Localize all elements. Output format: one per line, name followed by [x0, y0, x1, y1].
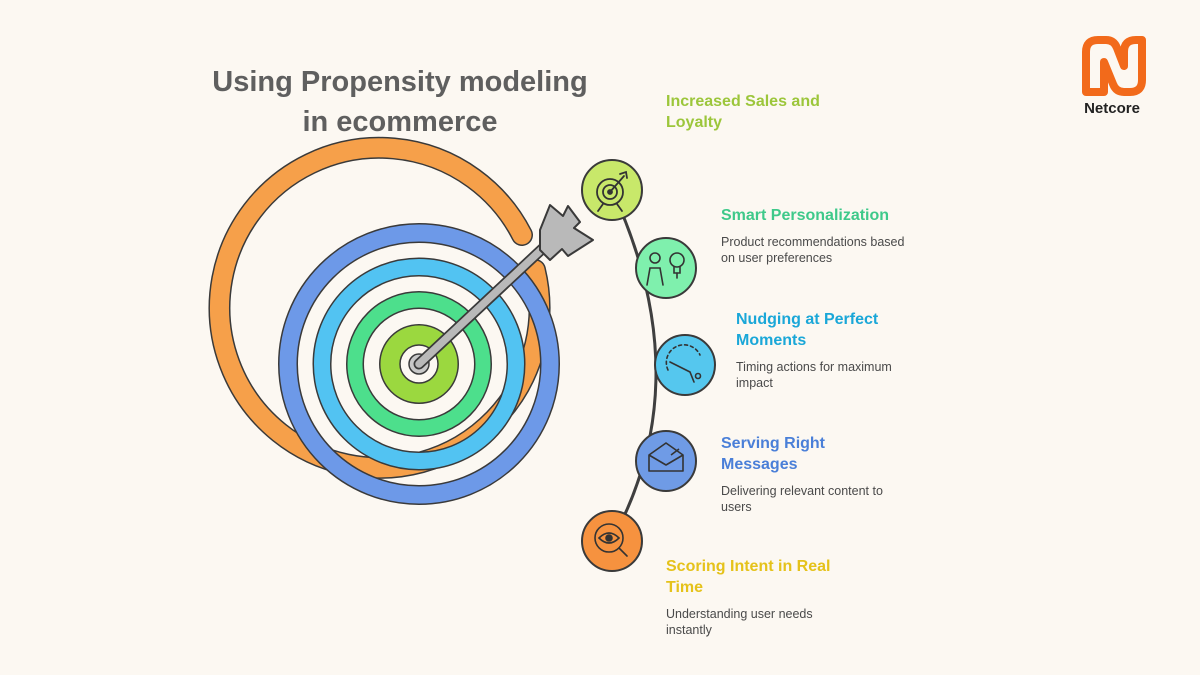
timing-curve-icon: [665, 344, 702, 383]
netcore-logo-icon: [1082, 36, 1146, 96]
step-circle-4: [635, 430, 697, 492]
step-description: Delivering relevant content to users: [721, 484, 883, 514]
title-line-1: Using Propensity modeling: [212, 66, 588, 98]
step-serving-messages: Serving Right Messages Delivering releva…: [721, 433, 901, 515]
step-circle-3: [654, 334, 716, 396]
step-circle-2: [635, 237, 697, 299]
step-description: Timing actions for maximum impact: [736, 360, 892, 390]
step-nudging: Nudging at Perfect Moments Timing action…: [736, 309, 916, 391]
step-scoring-intent: Scoring Intent in Real Time Understandin…: [666, 556, 846, 638]
target-icon: [596, 170, 628, 212]
target-ring-green-fill: [347, 292, 491, 436]
step-title: Serving Right Messages: [721, 435, 826, 473]
arrow: [413, 204, 594, 370]
eye-magnifier-icon: [594, 523, 628, 557]
step-title: Nudging at Perfect Moments: [736, 311, 879, 349]
target: [208, 136, 560, 505]
target-ring-blue-fill: [279, 224, 559, 504]
step-title: Smart Personalization: [721, 207, 890, 224]
brand-name: Netcore: [1084, 100, 1140, 117]
envelope-icon: [648, 442, 684, 472]
step-circle-5: [581, 510, 643, 572]
step-title: Scoring Intent in Real Time: [666, 558, 831, 596]
step-description: Understanding user needs instantly: [666, 607, 813, 637]
step-description: Product recommendations based on user pr…: [721, 235, 905, 265]
target-ring-sky-fill: [314, 259, 524, 469]
title-line-2: in ecommerce: [302, 106, 498, 138]
arrow-fletching: [539, 204, 594, 261]
step-smart-personalization: Smart Personalization Product recommenda…: [721, 205, 921, 266]
person-lightbulb-icon: [646, 252, 685, 286]
brand: Netcore: [1066, 38, 1158, 117]
step-increased-sales: Increased Sales and Loyalty: [666, 91, 856, 133]
page-title: Using Propensity modeling in ecommerce: [190, 62, 610, 142]
step-title: Increased Sales and Loyalty: [666, 93, 820, 131]
step-circle-1: [581, 159, 643, 221]
